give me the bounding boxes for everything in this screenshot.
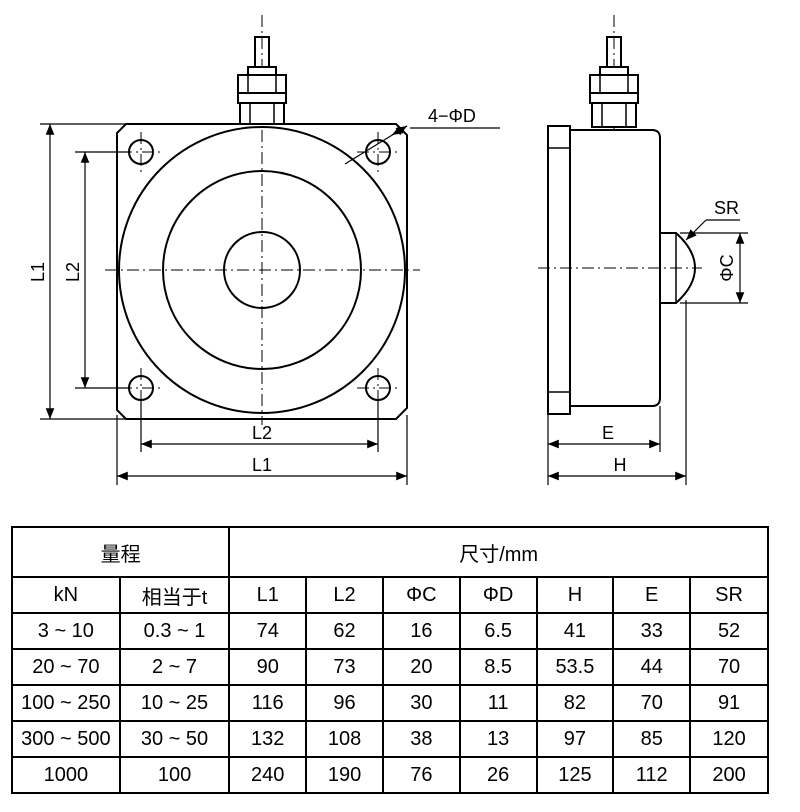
table-cell: 41 <box>535 612 615 650</box>
sr-label: SR <box>714 198 739 218</box>
table-cell: 112 <box>612 756 692 794</box>
table-cell: 11 <box>458 684 538 722</box>
table-cell: 97 <box>535 720 615 758</box>
e-label: E <box>602 423 614 443</box>
table-cell: 116 <box>228 684 308 722</box>
table-row: 1000 100 240 190 76 26 125 112 200 <box>11 756 769 794</box>
side-flange-plate <box>547 125 571 415</box>
dim-h <box>548 300 687 485</box>
table-cell: 33 <box>612 612 692 650</box>
table-row: 3 ~ 10 0.3 ~ 1 74 62 16 6.5 41 33 52 <box>11 612 769 650</box>
column-header: SR <box>689 576 769 614</box>
body-middle-circle <box>162 170 362 370</box>
table-cell: 20 <box>381 648 461 686</box>
column-header: kN <box>11 576 121 614</box>
table-column-header-row: kN 相当于t L1 L2 ΦC ΦD H E SR <box>11 576 769 614</box>
technical-drawing: 4−ΦD L1 L2 L2 L1 <box>28 15 748 485</box>
table-cell: 16 <box>381 612 461 650</box>
column-header: E <box>612 576 692 614</box>
table-cell: 3 ~ 10 <box>11 612 121 650</box>
table-cell: 85 <box>612 720 692 758</box>
table-cell: 30 ~ 50 <box>118 720 231 758</box>
table-cell: 10 ~ 25 <box>118 684 231 722</box>
front-view <box>40 15 500 485</box>
column-header: ΦC <box>381 576 461 614</box>
table-cell: 13 <box>458 720 538 758</box>
table-cell: 96 <box>305 684 384 722</box>
table-cell: 6.5 <box>458 612 538 650</box>
hole-callout-label: 4−ΦD <box>428 106 476 126</box>
dim-e <box>547 406 661 485</box>
dim-l2-horizontal <box>140 400 379 452</box>
table-cell: 74 <box>228 612 308 650</box>
table-cell: 82 <box>535 684 615 722</box>
column-header: ΦD <box>458 576 538 614</box>
side-view <box>538 15 748 485</box>
column-header: L2 <box>305 576 384 614</box>
table-cell: 2 ~ 7 <box>118 648 231 686</box>
table-row: 300 ~ 500 30 ~ 50 132 108 38 13 97 85 12… <box>11 720 769 758</box>
side-cable-gland <box>589 15 639 130</box>
table-cell: 38 <box>381 720 461 758</box>
table-cell: 100 ~ 250 <box>11 684 121 722</box>
table-cell: 53.5 <box>535 648 615 686</box>
table-cell: 20 ~ 70 <box>11 648 121 686</box>
table-cell: 70 <box>612 684 692 722</box>
table-cell: 125 <box>535 756 615 794</box>
table-cell: 240 <box>228 756 308 794</box>
dim-l2-horizontal-label: L2 <box>252 423 272 443</box>
table-row: 100 ~ 250 10 ~ 25 116 96 30 11 82 70 91 <box>11 684 769 722</box>
table-cell: 30 <box>381 684 461 722</box>
body-outer-circle <box>118 126 406 414</box>
dim-l1-horizontal <box>116 415 408 485</box>
dim-phi-c <box>680 232 748 304</box>
table-cell: 1000 <box>11 756 121 794</box>
h-label: H <box>614 455 627 475</box>
column-header: L1 <box>228 576 308 614</box>
table-cell: 76 <box>381 756 461 794</box>
table-cell: 8.5 <box>458 648 538 686</box>
range-group-header: 量程 <box>10 526 231 578</box>
table-cell: 120 <box>689 720 769 758</box>
table-cell: 100 <box>118 756 231 794</box>
dim-l1-horizontal-label: L1 <box>252 455 272 475</box>
table-cell: 44 <box>612 648 692 686</box>
dim-l2-vertical-label: L2 <box>63 262 83 282</box>
phi-c-label: ΦC <box>717 254 737 281</box>
spec-table: 量程 尺寸/mm kN 相当于t L1 L2 ΦC ΦD H E SR 3 ~ … <box>10 526 769 794</box>
dimensions-group-header: 尺寸/mm <box>228 526 769 578</box>
table-cell: 300 ~ 500 <box>11 720 121 758</box>
table-cell: 200 <box>689 756 769 794</box>
table-cell: 91 <box>689 684 769 722</box>
dim-l1-vertical-label: L1 <box>28 262 48 282</box>
table-row: 20 ~ 70 2 ~ 7 90 73 20 8.5 53.5 44 70 <box>11 648 769 686</box>
column-header: H <box>535 576 615 614</box>
front-cable-gland <box>237 15 287 130</box>
table-cell: 132 <box>228 720 308 758</box>
table-cell: 108 <box>305 720 384 758</box>
table-group-header-row: 量程 尺寸/mm <box>10 526 769 578</box>
table-cell: 190 <box>305 756 384 794</box>
column-header: 相当于t <box>118 576 231 614</box>
table-cell: 90 <box>228 648 308 686</box>
table-cell: 73 <box>305 648 384 686</box>
table-cell: 0.3 ~ 1 <box>118 612 231 650</box>
table-cell: 70 <box>689 648 769 686</box>
dim-l2-vertical <box>75 151 130 389</box>
table-cell: 52 <box>689 612 769 650</box>
table-cell: 62 <box>305 612 384 650</box>
table-cell: 26 <box>458 756 538 794</box>
dim-l1-vertical <box>40 123 126 420</box>
